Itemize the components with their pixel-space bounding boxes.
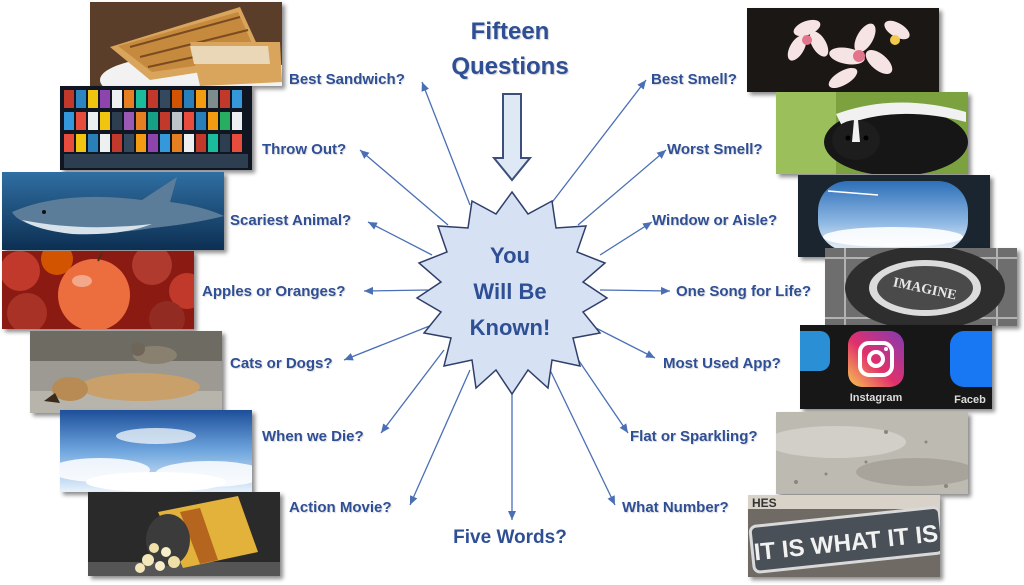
question-scariest-animal: Scariest Animal? — [230, 212, 352, 229]
question-flat-or-sparkling: Flat or Sparkling? — [630, 428, 758, 445]
question-when-we-die: When we Die? — [262, 428, 364, 445]
apples-photo — [2, 251, 194, 329]
arrow-when-we-die — [380, 349, 445, 434]
question-cats-or-dogs: Cats or Dogs? — [230, 355, 333, 372]
arrow-cats-or-dogs — [343, 324, 433, 361]
question-best-sandwich: Best Sandwich? — [289, 71, 405, 88]
title-line-1: Fifteen — [470, 18, 550, 45]
down-arrow-icon — [491, 93, 533, 182]
arrow-action-movie — [409, 369, 471, 506]
arrow-scariest-animal — [367, 221, 433, 256]
sky-clouds-photo — [60, 410, 252, 492]
instagram-label: Instagram — [850, 392, 903, 404]
question-one-song: One Song for Life? — [676, 283, 811, 300]
movies-shelf-photo — [60, 86, 252, 170]
arrow-apples-or-oranges — [363, 286, 429, 295]
imagine-mosaic-photo: IMAGINE — [825, 248, 1017, 326]
arrow-one-song — [599, 286, 671, 295]
airplane-window-photo — [798, 175, 990, 257]
sign-top-label: HES — [752, 496, 777, 510]
page-title: Fifteen Questions — [420, 14, 600, 84]
question-action-movie: Action Movie? — [289, 499, 392, 516]
shark-photo — [2, 172, 224, 250]
question-most-used-app: Most Used App? — [663, 355, 781, 372]
question-best-smell: Best Smell? — [651, 71, 737, 88]
question-worst-smell: Worst Smell? — [667, 141, 763, 158]
arrow-flat-or-sparkling — [574, 354, 629, 434]
phone-apps-photo: Instagram Faceb — [800, 325, 992, 409]
arrow-most-used-app — [589, 324, 656, 359]
arrow-throw-out — [359, 149, 449, 226]
it-is-what-it-is-sign-photo: HES IT IS WHAT IT IS — [748, 495, 940, 577]
center-line-1: You — [490, 243, 530, 268]
center-line-2: Will Be — [473, 279, 547, 304]
question-apples-or-oranges: Apples or Oranges? — [202, 283, 346, 300]
question-throw-out: Throw Out? — [262, 141, 347, 158]
connector-arrows — [343, 79, 671, 520]
arrow-what-number — [549, 369, 616, 506]
question-five-words: Five Words? — [453, 527, 567, 548]
arrow-best-smell — [549, 79, 647, 206]
cat-and-dog-photo — [30, 331, 222, 413]
question-window-or-aisle: Window or Aisle? — [652, 212, 778, 229]
question-what-number: What Number? — [622, 499, 729, 516]
wet-gravel-photo — [776, 412, 968, 494]
center-message: You Will Be Known! — [440, 238, 580, 346]
arrow-best-sandwich — [421, 81, 471, 206]
title-line-2: Questions — [451, 53, 569, 80]
arrow-window-or-aisle — [599, 221, 653, 256]
center-line-3: Known! — [469, 315, 551, 340]
flowers-photo — [747, 8, 939, 92]
sandwich-photo — [90, 2, 282, 86]
skunk-photo — [776, 92, 968, 174]
arrow-worst-smell — [577, 149, 667, 226]
facebook-label: Faceb — [954, 394, 986, 406]
starburst-shape — [415, 190, 609, 396]
popcorn-photo — [88, 492, 280, 576]
